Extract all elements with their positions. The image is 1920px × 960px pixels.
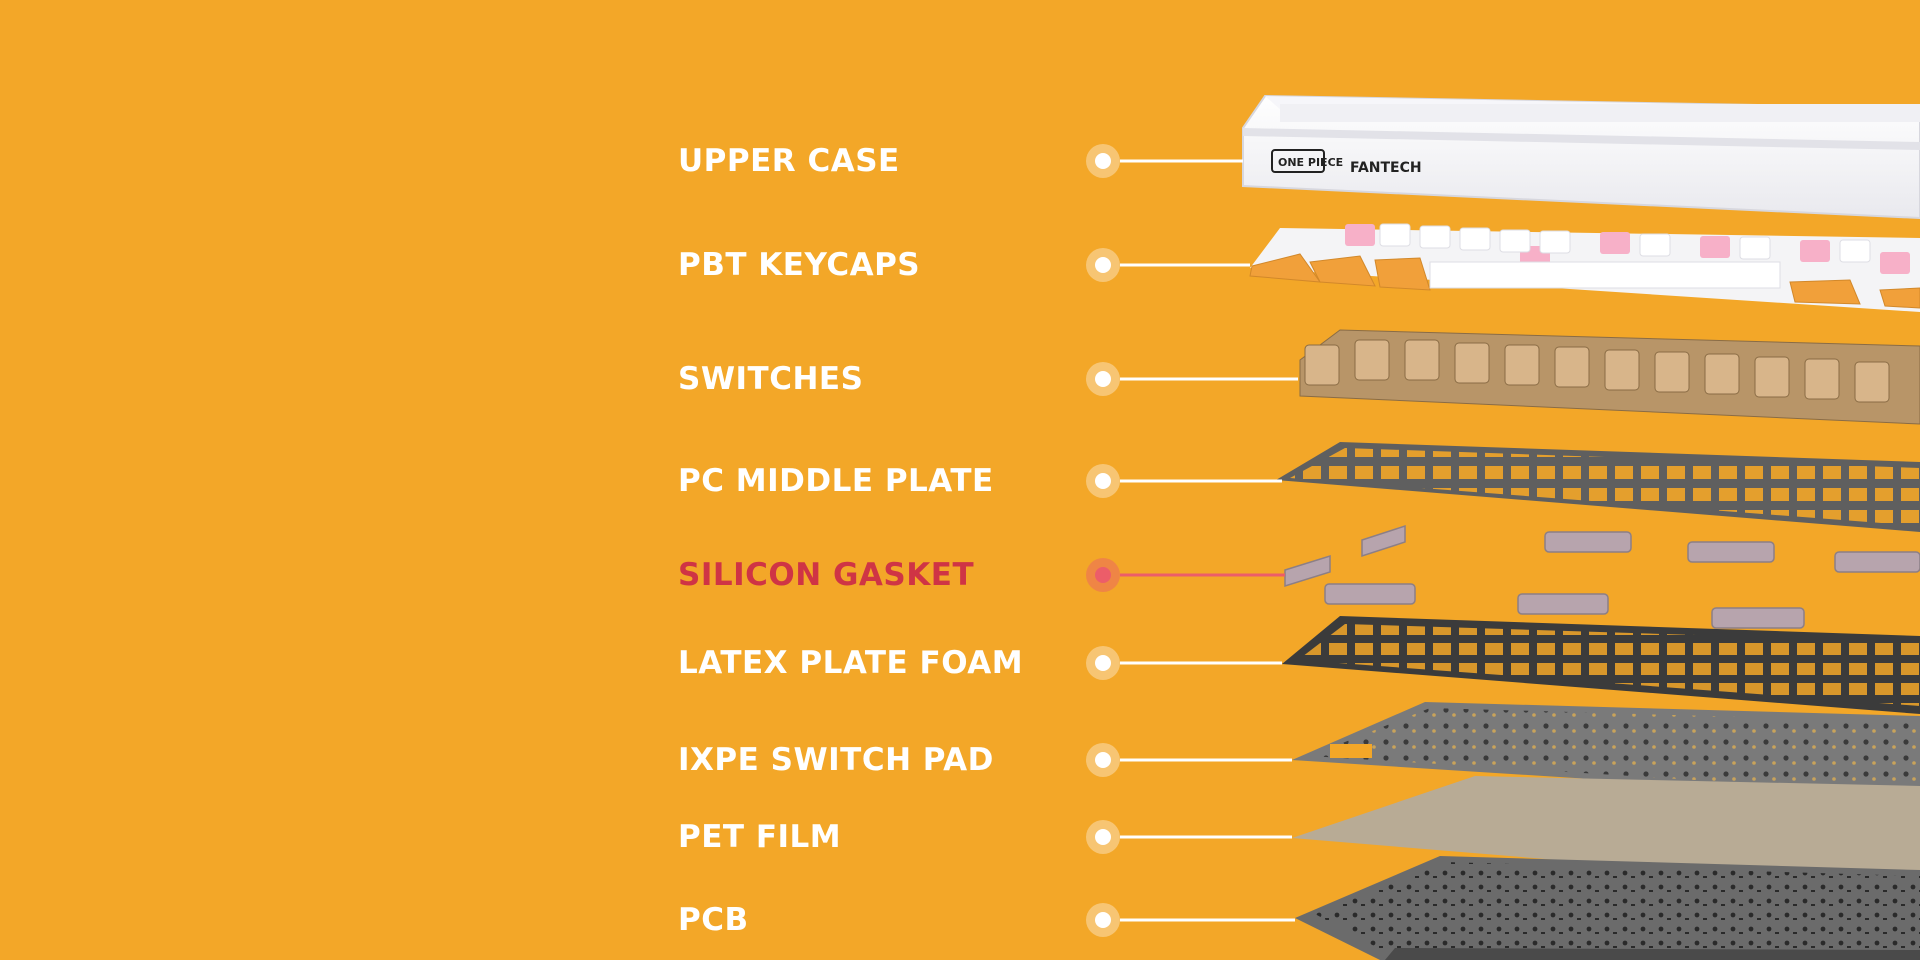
pet-film-art	[1292, 776, 1920, 890]
leader-line-ixpe-switch-pad	[1120, 758, 1292, 762]
upper-case-art: ONE PIECE FANTECH	[1242, 94, 1920, 220]
pcb-art	[1295, 856, 1920, 960]
layer-label-pbt-keycaps[interactable]: PBT KEYCAPS	[678, 247, 921, 283]
ixpe-switch-pad-art	[1292, 702, 1920, 800]
layer-label-switches[interactable]: SWITCHES	[678, 361, 864, 397]
layer-node-ixpe-switch-pad[interactable]	[1086, 743, 1120, 777]
layer-node-upper-case[interactable]	[1086, 144, 1120, 178]
layer-label-silicon-gasket[interactable]: SILICON GASKET	[678, 557, 975, 593]
pc-middle-plate-art	[1276, 442, 1920, 532]
case-logo-right: FANTECH	[1350, 160, 1422, 176]
layer-node-pet-film[interactable]	[1086, 820, 1120, 854]
leader-line-pcb	[1120, 918, 1295, 922]
layer-node-pcb[interactable]	[1086, 903, 1120, 937]
leader-line-latex-plate-foam	[1120, 661, 1282, 665]
layer-node-latex-plate-foam[interactable]	[1086, 646, 1120, 680]
leader-line-pc-middle-plate	[1120, 479, 1282, 483]
leader-line-silicon-gasket	[1120, 573, 1285, 577]
layer-node-pbt-keycaps[interactable]	[1086, 248, 1120, 282]
leader-line-pbt-keycaps	[1120, 263, 1250, 267]
layer-label-pc-middle-plate[interactable]: PC MIDDLE PLATE	[678, 463, 994, 499]
layer-label-pcb[interactable]: PCB	[678, 902, 749, 938]
layer-label-pet-film[interactable]: PET FILM	[678, 819, 842, 855]
leader-line-switches	[1120, 377, 1298, 381]
layer-label-ixpe-switch-pad[interactable]: IXPE SWITCH PAD	[678, 742, 994, 778]
layer-node-silicon-gasket[interactable]	[1086, 558, 1120, 592]
latex-plate-foam-art	[1282, 616, 1920, 714]
layer-label-upper-case[interactable]: UPPER CASE	[678, 143, 900, 179]
layer-node-switches[interactable]	[1086, 362, 1120, 396]
keycaps-art	[1249, 223, 1920, 312]
silicon-gasket-art	[1284, 524, 1920, 629]
leader-line-pet-film	[1120, 835, 1292, 839]
switches-art	[1299, 329, 1920, 425]
case-logo-left: ONE PIECE	[1278, 156, 1343, 169]
layer-node-pc-middle-plate[interactable]	[1086, 464, 1120, 498]
leader-line-upper-case	[1120, 159, 1243, 163]
layer-label-latex-plate-foam[interactable]: LATEX PLATE FOAM	[678, 645, 1024, 681]
